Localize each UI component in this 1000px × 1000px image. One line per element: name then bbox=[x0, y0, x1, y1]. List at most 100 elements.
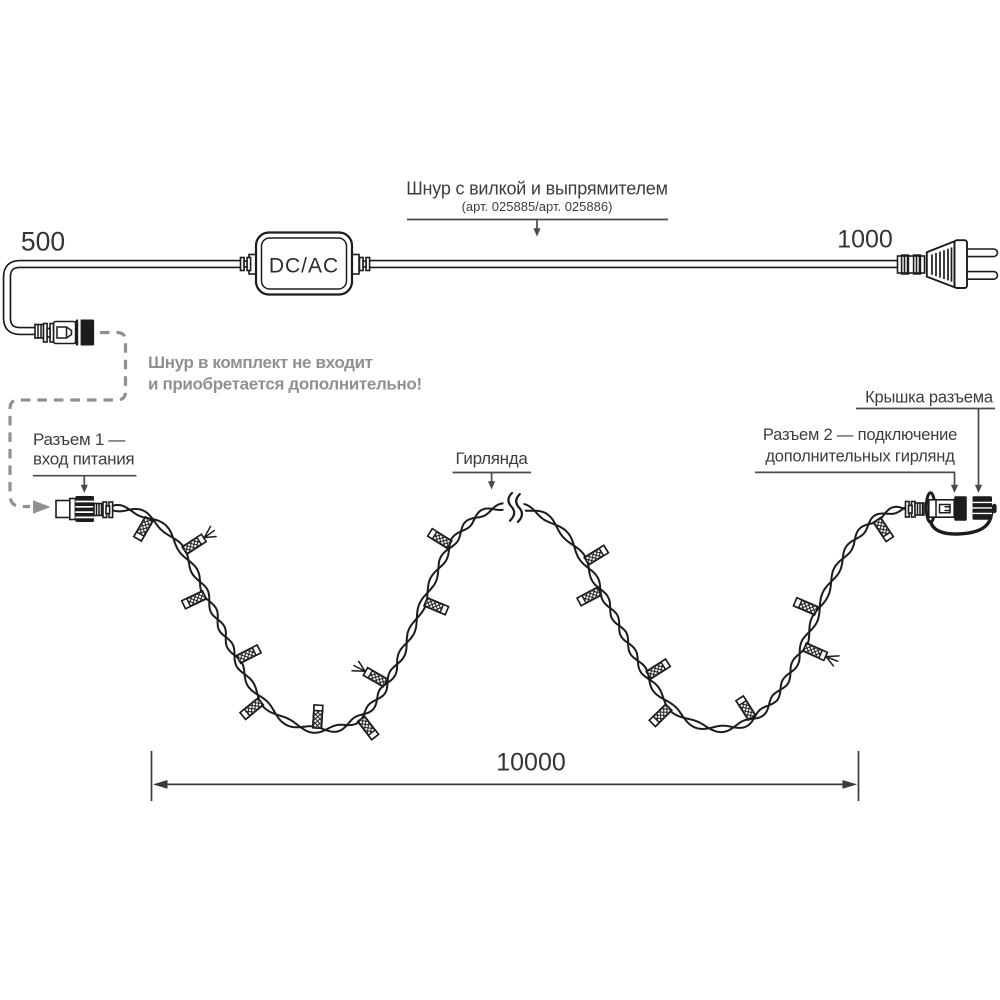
connector2-body-detail bbox=[935, 499, 951, 518]
led-outline bbox=[235, 643, 263, 665]
led-lamp bbox=[181, 525, 217, 556]
power-cord: DC/AC bbox=[2, 231, 999, 346]
plug-face bbox=[953, 239, 968, 289]
led-tip-line bbox=[738, 699, 747, 706]
garland-strand-b bbox=[112, 502, 908, 734]
led-outline bbox=[576, 586, 603, 607]
led-lamp bbox=[351, 660, 389, 688]
led-tip-line bbox=[797, 599, 803, 609]
led-tip-line bbox=[367, 729, 376, 736]
note-line1: Шнур в комплект не входит bbox=[148, 353, 373, 372]
led-hatch bbox=[584, 548, 604, 565]
dcac-strain-relief-left bbox=[239, 256, 252, 272]
led-hatch bbox=[368, 670, 388, 687]
led-tip-line bbox=[186, 598, 192, 607]
led-hatch bbox=[186, 590, 207, 607]
connector2-label-line1: Разъем 2 — подключение bbox=[763, 426, 957, 444]
dimension-arrow-right bbox=[842, 780, 857, 789]
led-outline bbox=[132, 515, 154, 543]
connector2-grip bbox=[914, 502, 925, 516]
led-outline bbox=[422, 596, 450, 616]
cord-title-underline bbox=[407, 218, 668, 229]
connector1-step bbox=[69, 497, 77, 521]
led-lamp bbox=[645, 658, 672, 680]
garland-wire bbox=[112, 489, 908, 741]
connector2-cap-knob bbox=[992, 503, 997, 514]
led-tip-line bbox=[660, 661, 667, 670]
led-outline bbox=[238, 696, 265, 721]
led-lamp bbox=[426, 527, 453, 550]
led-hatch bbox=[357, 716, 376, 736]
cord-cable-left-core bbox=[4, 261, 240, 334]
led-outline bbox=[792, 596, 820, 616]
led-lamp bbox=[132, 515, 154, 543]
led-hatch bbox=[738, 700, 756, 721]
garland-length: 10000 bbox=[496, 749, 566, 777]
annotations: Шнур с вилкой и выпрямителем (арт. 02588… bbox=[21, 179, 995, 493]
led-wire-whiskers bbox=[825, 655, 840, 667]
led-lamp bbox=[734, 694, 757, 722]
led-lamp bbox=[801, 642, 840, 667]
led-tip-line bbox=[882, 531, 891, 538]
led-hatch bbox=[581, 587, 602, 604]
led-hatch bbox=[423, 597, 444, 613]
note-dashed-connector-path bbox=[8, 330, 128, 514]
connector1-arrowhead bbox=[80, 484, 88, 493]
led-tip-line bbox=[196, 536, 203, 546]
led-lamp bbox=[235, 643, 263, 665]
connector1-knurled-nut bbox=[75, 496, 94, 522]
led-wire-whiskers bbox=[351, 660, 366, 673]
led-lamp bbox=[583, 544, 610, 566]
cord-title-arrowhead bbox=[533, 228, 541, 237]
cord-connector-clip bbox=[42, 322, 55, 343]
led-outline bbox=[872, 516, 895, 543]
connector2-arrowhead bbox=[950, 484, 959, 493]
cap-label: Крышка разъема bbox=[865, 389, 994, 407]
connector2-cap bbox=[972, 496, 997, 520]
dcac-box-inner bbox=[260, 237, 348, 290]
led-lamp bbox=[648, 703, 673, 728]
cord-title: Шнур с вилкой и выпрямителем bbox=[406, 179, 668, 199]
plug-body-ribs bbox=[931, 247, 953, 282]
power-plug bbox=[896, 239, 999, 289]
plug-strain-relief bbox=[896, 254, 926, 275]
cord-length-right: 1000 bbox=[837, 226, 893, 254]
connector2-leader bbox=[755, 471, 956, 486]
led-tip-line bbox=[251, 647, 257, 656]
cord-connector-strain-relief bbox=[34, 323, 45, 339]
led-hatch bbox=[312, 710, 323, 729]
led-tip-line bbox=[367, 670, 374, 679]
led-lamp bbox=[180, 589, 208, 610]
note-arrowhead bbox=[33, 500, 51, 514]
cord-length-left: 500 bbox=[21, 227, 65, 257]
connector1-clip bbox=[102, 501, 114, 519]
break-squiggle bbox=[515, 493, 524, 524]
led-outline bbox=[645, 658, 672, 680]
led-outline bbox=[426, 527, 453, 550]
note-line2: и приобретается дополнительно! bbox=[148, 375, 422, 394]
led-hatch bbox=[873, 517, 891, 537]
connector2-label-line2: дополнительных гирлянд bbox=[765, 448, 955, 466]
connector2-knurl bbox=[954, 496, 967, 521]
dimension-arrow-left bbox=[153, 780, 168, 789]
garland-arrowhead bbox=[488, 481, 496, 490]
led-tip-line bbox=[652, 715, 660, 724]
led-outline bbox=[648, 703, 673, 728]
cord-cable-left bbox=[2, 259, 240, 336]
led-tip-line bbox=[431, 531, 438, 540]
connector2 bbox=[904, 491, 997, 536]
dcac-label: DC/AC bbox=[269, 255, 339, 278]
led-outline bbox=[180, 589, 208, 610]
led-outline bbox=[734, 694, 757, 722]
connector1-socket bbox=[55, 499, 71, 519]
note-dashed-line bbox=[8, 330, 128, 509]
led-tip-line bbox=[243, 708, 251, 717]
led-wire-whiskers bbox=[203, 525, 217, 539]
led-hatch bbox=[244, 698, 264, 716]
led-hatch bbox=[798, 599, 819, 615]
led-lamp bbox=[576, 586, 603, 607]
led-outline bbox=[356, 715, 380, 741]
cord-articles: (арт. 025885/арт. 025886) bbox=[462, 199, 613, 214]
led-hatch bbox=[432, 531, 452, 549]
led-tip-line bbox=[818, 649, 824, 659]
